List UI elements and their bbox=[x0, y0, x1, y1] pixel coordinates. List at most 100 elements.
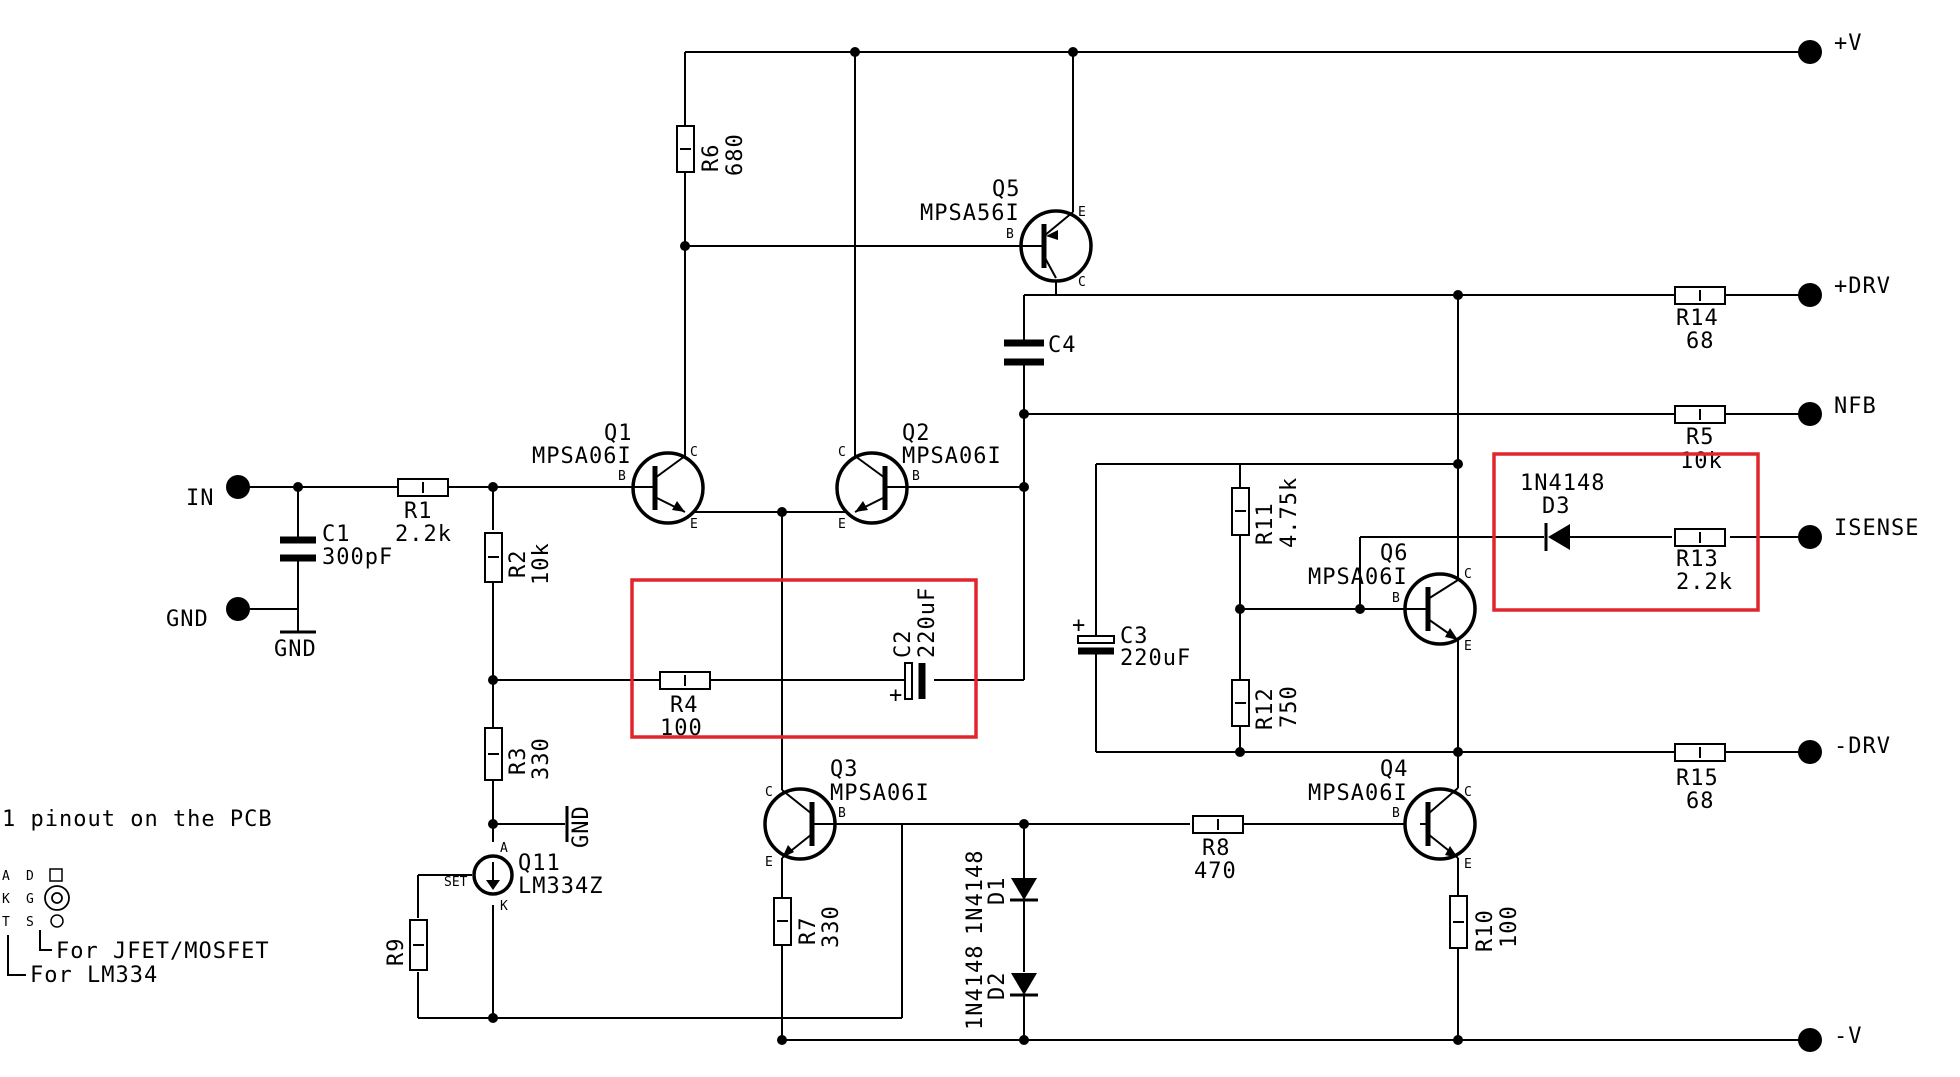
svg-text:C: C bbox=[765, 785, 773, 800]
svg-text:C: C bbox=[1464, 567, 1472, 582]
svg-text:R9: R9 bbox=[384, 938, 409, 967]
svg-text:1N4148: 1N4148 bbox=[1520, 471, 1605, 496]
port-vminus: -V bbox=[1798, 1024, 1863, 1052]
svg-text:E: E bbox=[1464, 857, 1472, 872]
svg-text:Q11: Q11 bbox=[518, 851, 561, 876]
capacitor-c1: C1 300pF bbox=[280, 522, 393, 570]
svg-text:C2: C2 bbox=[891, 630, 916, 659]
svg-text:For LM334: For LM334 bbox=[30, 963, 158, 988]
svg-text:R1: R1 bbox=[404, 499, 433, 524]
svg-text:K: K bbox=[500, 899, 508, 914]
transistor-q3: B C E Q3 MPSA06I bbox=[763, 757, 930, 870]
resistor-r2: R2 10k bbox=[484, 532, 554, 585]
svg-text:1 pinout on the PCB: 1 pinout on the PCB bbox=[2, 807, 273, 832]
svg-text:1N4148: 1N4148 bbox=[963, 945, 988, 1030]
resistor-r13: R13 2.2k bbox=[1674, 528, 1732, 595]
svg-text:LM334Z: LM334Z bbox=[518, 874, 603, 899]
resistor-r7: R7 330 bbox=[773, 897, 844, 948]
svg-text:Q6: Q6 bbox=[1380, 541, 1409, 566]
svg-text:C: C bbox=[690, 445, 698, 460]
svg-text:Q1: Q1 bbox=[604, 421, 633, 446]
svg-text:C: C bbox=[838, 445, 846, 460]
svg-text:Q3: Q3 bbox=[830, 757, 859, 782]
svg-text:+V: +V bbox=[1834, 31, 1863, 56]
capacitor-c2: + C2 220uF bbox=[889, 587, 940, 708]
svg-text:NFB: NFB bbox=[1834, 394, 1877, 419]
diode-d2: D2 1N4148 bbox=[963, 945, 1038, 1030]
svg-text:R7: R7 bbox=[796, 917, 821, 946]
svg-text:E: E bbox=[765, 855, 773, 870]
port-drv-minus: -DRV bbox=[1798, 734, 1891, 764]
svg-text:IN: IN bbox=[186, 486, 215, 511]
svg-text:4.75k: 4.75k bbox=[1277, 477, 1302, 548]
resistor-r12: R12 750 bbox=[1231, 679, 1302, 730]
svg-text:A: A bbox=[500, 841, 508, 856]
svg-text:MPSA06I: MPSA06I bbox=[532, 444, 632, 469]
svg-text:R15: R15 bbox=[1676, 766, 1719, 791]
port-gnd: GND bbox=[166, 597, 250, 632]
svg-text:D3: D3 bbox=[1542, 494, 1571, 519]
svg-text:R2: R2 bbox=[506, 550, 531, 579]
capacitor-c3: + C3 220uF bbox=[1072, 613, 1190, 671]
resistor-r5: R5 10k bbox=[1674, 405, 1726, 474]
svg-text:1N4148: 1N4148 bbox=[963, 850, 988, 935]
svg-text:R14: R14 bbox=[1676, 306, 1719, 331]
svg-text:D2: D2 bbox=[985, 972, 1010, 1001]
svg-text:68: 68 bbox=[1686, 789, 1715, 814]
port-vplus: +V bbox=[1798, 31, 1863, 64]
diode-d3: 1N4148 D3 bbox=[1520, 471, 1605, 551]
svg-text:68: 68 bbox=[1686, 329, 1715, 354]
transistor-q1: B C E Q1 MPSA06I bbox=[532, 421, 705, 532]
resistor-r10: R10 100 bbox=[1449, 895, 1522, 952]
svg-text:G: G bbox=[26, 892, 34, 907]
svg-text:+: + bbox=[889, 683, 903, 708]
svg-text:-V: -V bbox=[1834, 1024, 1863, 1049]
pinout-legend: 1 pinout on the PCB A K T D G S For JFET… bbox=[2, 807, 273, 988]
current-source-q11: A K SET Q11 LM334Z bbox=[444, 841, 603, 914]
svg-text:A: A bbox=[2, 869, 10, 884]
svg-text:+DRV: +DRV bbox=[1834, 274, 1891, 299]
transistor-q6: B C E Q6 MPSA06I bbox=[1308, 541, 1477, 654]
highlight-box-d3-r13 bbox=[1492, 452, 1760, 612]
svg-text:-DRV: -DRV bbox=[1834, 734, 1891, 759]
svg-text:R10: R10 bbox=[1473, 909, 1498, 952]
svg-text:R5: R5 bbox=[1686, 425, 1715, 450]
transistor-q2: B C E Q2 MPSA06I bbox=[835, 421, 1001, 532]
svg-text:For JFET/MOSFET: For JFET/MOSFET bbox=[56, 939, 270, 964]
resistor-r1: R1 2.2k bbox=[395, 478, 451, 547]
svg-text:C4: C4 bbox=[1048, 333, 1077, 358]
svg-text:470: 470 bbox=[1194, 859, 1237, 884]
port-in: IN bbox=[186, 475, 250, 511]
svg-text:T: T bbox=[2, 915, 10, 930]
transistor-q5: B E C Q5 MPSA56I bbox=[920, 177, 1093, 290]
diode-d1: D1 1N4148 bbox=[963, 850, 1038, 935]
port-nfb: NFB bbox=[1798, 394, 1877, 426]
gnd-symbol-label: GND bbox=[274, 637, 317, 662]
svg-text:330: 330 bbox=[529, 737, 554, 780]
svg-text:MPSA56I: MPSA56I bbox=[920, 201, 1020, 226]
svg-text:Q5: Q5 bbox=[992, 177, 1021, 202]
port-drv-plus: +DRV bbox=[1798, 274, 1891, 307]
svg-text:K: K bbox=[2, 892, 10, 907]
svg-text:B: B bbox=[1392, 591, 1400, 606]
svg-text:B: B bbox=[838, 806, 846, 821]
svg-text:MPSA06I: MPSA06I bbox=[830, 781, 930, 806]
gnd-symbol-label-2: GND bbox=[569, 805, 594, 848]
transistor-q4: B C E Q4 MPSA06I bbox=[1308, 757, 1477, 872]
svg-text:Q2: Q2 bbox=[902, 421, 931, 446]
svg-text:R8: R8 bbox=[1202, 836, 1231, 861]
svg-text:C: C bbox=[1464, 785, 1472, 800]
svg-text:GND: GND bbox=[166, 607, 209, 632]
svg-text:B: B bbox=[912, 469, 920, 484]
resistor-r8: R8 470 bbox=[1192, 815, 1244, 884]
svg-text:C: C bbox=[1078, 275, 1086, 290]
svg-text:Q4: Q4 bbox=[1380, 757, 1409, 782]
resistor-r3: R3 330 bbox=[484, 727, 554, 781]
svg-text:220uF: 220uF bbox=[915, 587, 940, 658]
svg-text:D1: D1 bbox=[985, 877, 1010, 906]
svg-text:B: B bbox=[1006, 227, 1014, 242]
svg-text:E: E bbox=[838, 517, 846, 532]
svg-text:R13: R13 bbox=[1676, 547, 1719, 572]
svg-text:300pF: 300pF bbox=[322, 545, 393, 570]
